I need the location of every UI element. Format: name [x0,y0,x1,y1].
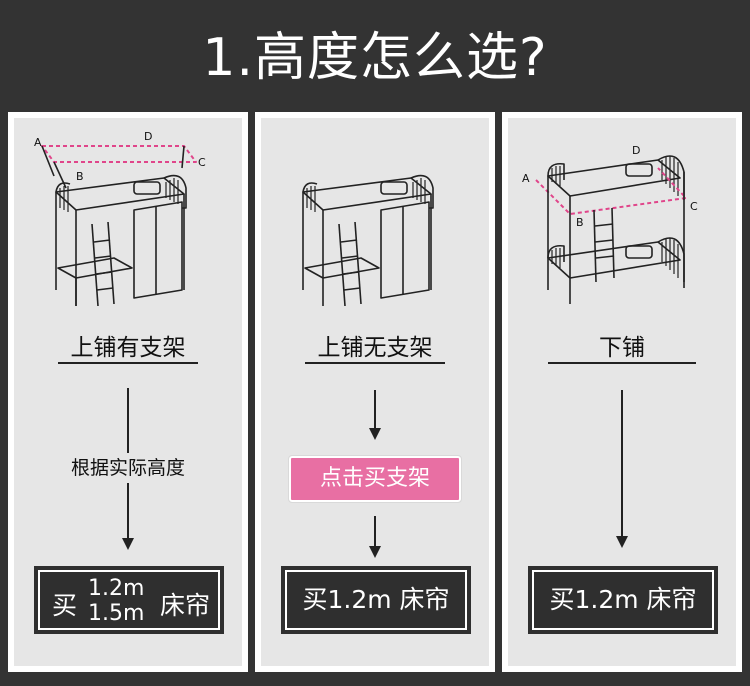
middle-instruction-text: 根据实际高度 [14,453,242,483]
page-title: 1.高度怎么选? [202,28,548,88]
label-underline [58,362,198,364]
loft-bed-with-frame-illustration: A B C D [34,130,206,307]
corner-label-a: A [522,172,530,185]
buy-frame-button[interactable]: 点击买支架 [288,455,462,503]
size-option-2: 1.5m [88,601,145,626]
buy-curtain-box[interactable]: 买 1.2m 1.5m 床帘 [34,566,224,634]
buy-curtain-box[interactable]: 买1.2m 床帘 [281,566,471,634]
corner-label-a: A [34,136,42,149]
curtain-text: 床帘 [160,591,211,620]
down-arrow [616,390,628,548]
panel-lower-bunk: A B C D 下铺 买1.2m 床帘 [502,112,742,672]
label-underline [548,362,696,364]
label-underline [305,362,445,364]
buy-text: 买 [52,591,78,620]
down-arrow [369,390,381,440]
corner-label-b: B [576,216,584,229]
panel-upper-no-frame: 上铺无支架 点击买支架 买1.2m 床帘 [255,112,495,672]
corner-label-b: B [76,170,84,183]
panel-upper-with-frame: A B C D 上铺有支架 根据实际高度 买 1.2m 1.5m 床帘 [8,112,248,672]
corner-label-c: C [198,156,206,169]
bed-type-label: 上铺有支架 [70,335,186,361]
bed-type-label: 下铺 [599,335,645,361]
down-arrow [369,516,381,558]
size-options: 1.2m 1.5m [88,576,144,626]
buy-curtain-box[interactable]: 买1.2m 床帘 [528,566,718,634]
bunk-bed-illustration: A B C D [522,144,698,304]
corner-label-c: C [690,200,698,213]
corner-label-d: D [632,144,640,157]
buy-curtain-text: 买1.2m 床帘 [302,585,450,614]
buy-curtain-text: 买1.2m 床帘 [549,585,697,614]
loft-bed-no-frame-illustration [302,174,434,307]
corner-label-d: D [144,130,152,143]
bed-type-label: 上铺无支架 [317,335,433,361]
size-option-1: 1.2m [88,576,145,601]
